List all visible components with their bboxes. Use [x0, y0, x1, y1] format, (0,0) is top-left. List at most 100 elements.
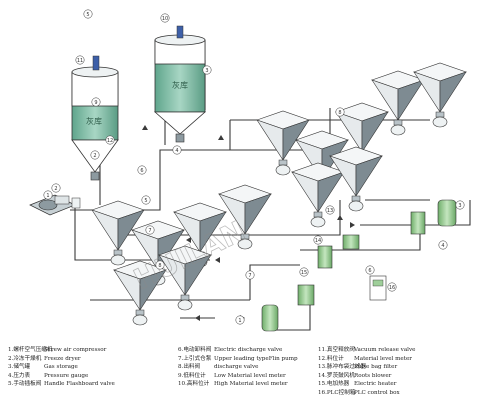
pulse-bag-filter: [410, 211, 426, 235]
legend-item: 8.出料阀 discharge valve: [178, 363, 258, 371]
callout-marker: 3: [455, 200, 465, 210]
callout-number: 3: [205, 68, 208, 74]
callout-marker: 9: [91, 97, 101, 107]
system-schematic: 灰库 灰库: [29, 9, 471, 332]
callout-marker: 2: [90, 150, 100, 160]
callout-number: 7: [248, 273, 251, 279]
callout-marker: 4: [438, 240, 448, 250]
hopper-unit: [413, 62, 467, 128]
legend-label-en: Gas storage: [44, 364, 78, 371]
legend-item: 9.低料位计 Low Material level meter: [178, 372, 286, 380]
callout-marker: 6: [365, 265, 375, 275]
legend-label-zh: 10.高料位计: [178, 381, 210, 388]
hopper-unit: [91, 200, 145, 266]
callout-marker: 4: [172, 145, 182, 155]
callout-marker: 7: [245, 270, 255, 280]
callout-marker: 12: [105, 135, 115, 145]
callout-number: 7: [148, 228, 151, 234]
electric-heater: [297, 284, 315, 306]
legend-label-en: discharge valve: [214, 364, 259, 371]
callout-marker: 7: [145, 225, 155, 235]
callout-number: 14: [315, 238, 321, 244]
callout-marker: 1: [43, 190, 53, 200]
silo-left-label: 灰库: [86, 116, 102, 126]
legend-label-zh: 5.手动插板阀: [8, 381, 42, 388]
legend-label-zh: 9.低料位计: [178, 372, 206, 379]
callout-number: 11: [77, 58, 83, 64]
callout-marker: 5: [83, 9, 93, 19]
legend-label-en: Handle Flashboard valve: [44, 381, 115, 388]
hopper-unit: [256, 110, 310, 176]
callout-number: 9: [94, 100, 97, 106]
legend-label-en: Material level meter: [354, 355, 412, 362]
hopper-unit: [329, 146, 383, 212]
legend-item: 11.真空释放阀Vacuum release valve: [318, 346, 415, 354]
callout-marker: 6: [137, 165, 147, 175]
legend-label-en: Screw air compressor: [44, 347, 107, 353]
hopper-unit: [371, 70, 425, 136]
callout-number: 6: [368, 268, 371, 274]
callout-number: 2: [54, 186, 57, 192]
callout-number: 1: [238, 318, 241, 324]
hopper-unit: [291, 162, 345, 228]
legend-label-zh: 11.真空释放阀: [318, 347, 355, 353]
roots-blower: [317, 234, 360, 269]
callout-marker: 1: [235, 315, 245, 325]
legend-label-zh: 8.出料阀: [178, 364, 201, 371]
legend-label-zh: 3.储气罐: [8, 364, 31, 371]
vacuum-tank: [261, 304, 279, 332]
legend-label-en: Roots blower: [354, 372, 392, 379]
legend-item: 4.压力表 Pressure gauge: [8, 372, 88, 380]
flow-arrow: [186, 237, 191, 243]
legend-label-en: Freeze dryer: [44, 355, 81, 362]
plc-control-box: [369, 275, 387, 301]
callout-marker: 14: [313, 235, 323, 245]
legend-label-en: Low Material level meter: [214, 372, 286, 379]
callout-marker: 2: [51, 183, 61, 193]
legend-item: 3.储气罐 Gas storage: [8, 363, 78, 371]
callout-number: 5: [86, 12, 89, 18]
legend-label-en: Electric heater: [354, 381, 397, 388]
callout-number: 16: [389, 285, 395, 291]
legend-label-zh: 14.罗茨鼓风机: [318, 372, 355, 379]
flow-arrow: [215, 257, 220, 263]
callout-number: 4: [175, 148, 178, 154]
callout-number: 3: [458, 203, 461, 209]
screw-air-compressor: [29, 194, 81, 216]
silo-right-label: 灰库: [172, 80, 188, 90]
callout-marker: 16: [387, 282, 397, 292]
flow-arrow: [195, 315, 200, 321]
callout-number: 13: [327, 208, 333, 214]
flow-arrow: [337, 215, 343, 220]
legend-label-zh: 1.螺杆空气压缩机: [8, 347, 53, 353]
legend-item: 14.罗茨鼓风机Roots blower: [318, 372, 391, 380]
callout-number: 10: [162, 16, 168, 22]
callout-number: 6: [140, 168, 143, 174]
legend-item: 13.脉冲布袋过滤器Pulse bag filter: [318, 363, 397, 371]
gas-storage-tank: [437, 199, 457, 227]
legend-label-zh: 6.电动卸料阀: [178, 347, 212, 353]
hopper-unit: [113, 260, 167, 326]
legend-label-en: Pressure gauge: [44, 372, 89, 379]
callout-marker: 5: [141, 195, 151, 205]
callout-number: 4: [441, 243, 444, 249]
legend-label-en: Upper leading typeFlin pump: [214, 355, 298, 362]
legend-label-zh: 2.冷冻干燥机: [8, 355, 42, 362]
silo-right: 灰库: [153, 25, 207, 143]
legend-item: 1.螺杆空气压缩机Screw air compressor: [8, 346, 106, 354]
callout-number: 15: [301, 270, 307, 276]
callout-marker: 15: [299, 267, 309, 277]
legend-label-zh: 4.压力表: [8, 372, 31, 379]
legend-label-zh: 12.料位计: [318, 355, 344, 362]
hopper-unit: [158, 245, 212, 311]
hopper-group: [91, 62, 467, 326]
callout-marker: 8: [335, 107, 345, 117]
